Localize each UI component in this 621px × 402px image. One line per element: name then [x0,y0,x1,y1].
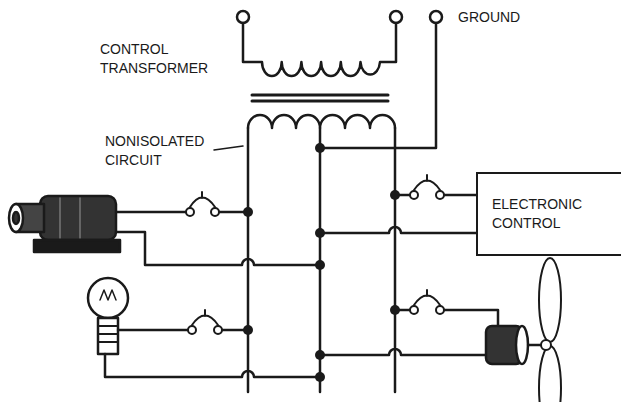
fan-return-wire [320,349,486,355]
secondary-winding [248,115,395,128]
motor-return-wire [116,232,320,265]
box-text: ELECTRONIC CONTROL [478,189,621,239]
terminal [390,11,402,23]
terminal [237,11,249,23]
lamp-symbol [88,278,128,354]
motor-wire [116,211,248,214]
switch-symbol [410,175,444,199]
motor-symbol [9,196,120,252]
terminal [430,11,442,23]
control-return-wire [320,227,476,233]
transformer-core [252,95,388,101]
lamp-return-wire [105,354,320,377]
control-box: ELECTRONIC CONTROL [476,172,621,256]
switch-symbol [410,290,444,314]
lamp-wire [118,329,248,332]
terminal-label: GROUND [458,8,598,27]
bus-wire [248,128,395,392]
fan-symbol [486,258,561,402]
ground-wire [320,23,436,148]
switch-symbol [186,192,219,216]
primary-winding [243,23,396,76]
junction-dot [243,143,400,382]
leader-line [214,146,243,150]
part-label: NONISOLATED CIRCUIT [105,132,213,170]
switch-symbol [188,310,222,334]
part-label: CONTROL TRANSFORMER [100,40,225,78]
